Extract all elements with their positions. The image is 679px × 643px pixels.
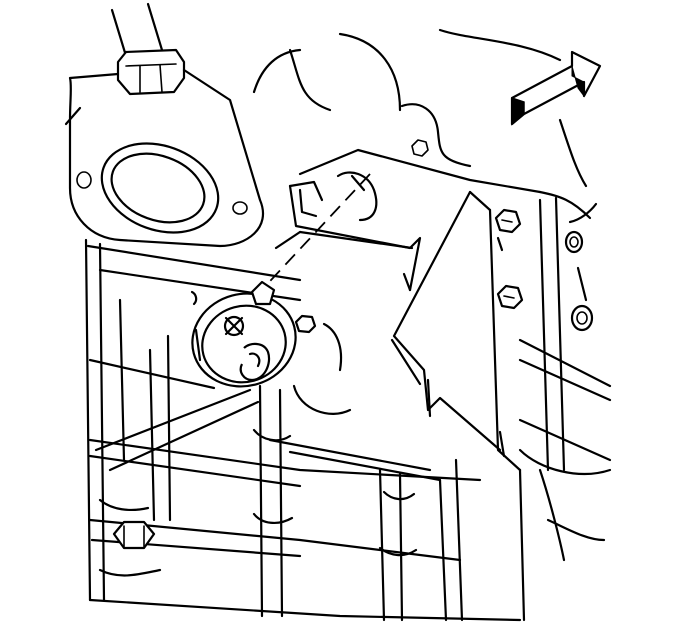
- sensor-recess: [274, 171, 422, 292]
- block-upper-contour: [252, 28, 592, 220]
- oil-pipe-fitting: [110, 2, 186, 96]
- cover-bracket: [390, 190, 506, 458]
- pan-drain-bolt: [98, 498, 162, 577]
- oil-pan-casting: [84, 238, 522, 622]
- block-right-rail: [488, 196, 612, 622]
- plate-bolts: [494, 208, 524, 310]
- direction-arrow: [510, 50, 602, 126]
- pipe-flange: [64, 68, 265, 248]
- center-bolt: [294, 314, 343, 372]
- alignment-line: [257, 173, 371, 295]
- left-edge-marks: [190, 202, 598, 306]
- sensor-disc: [191, 280, 297, 388]
